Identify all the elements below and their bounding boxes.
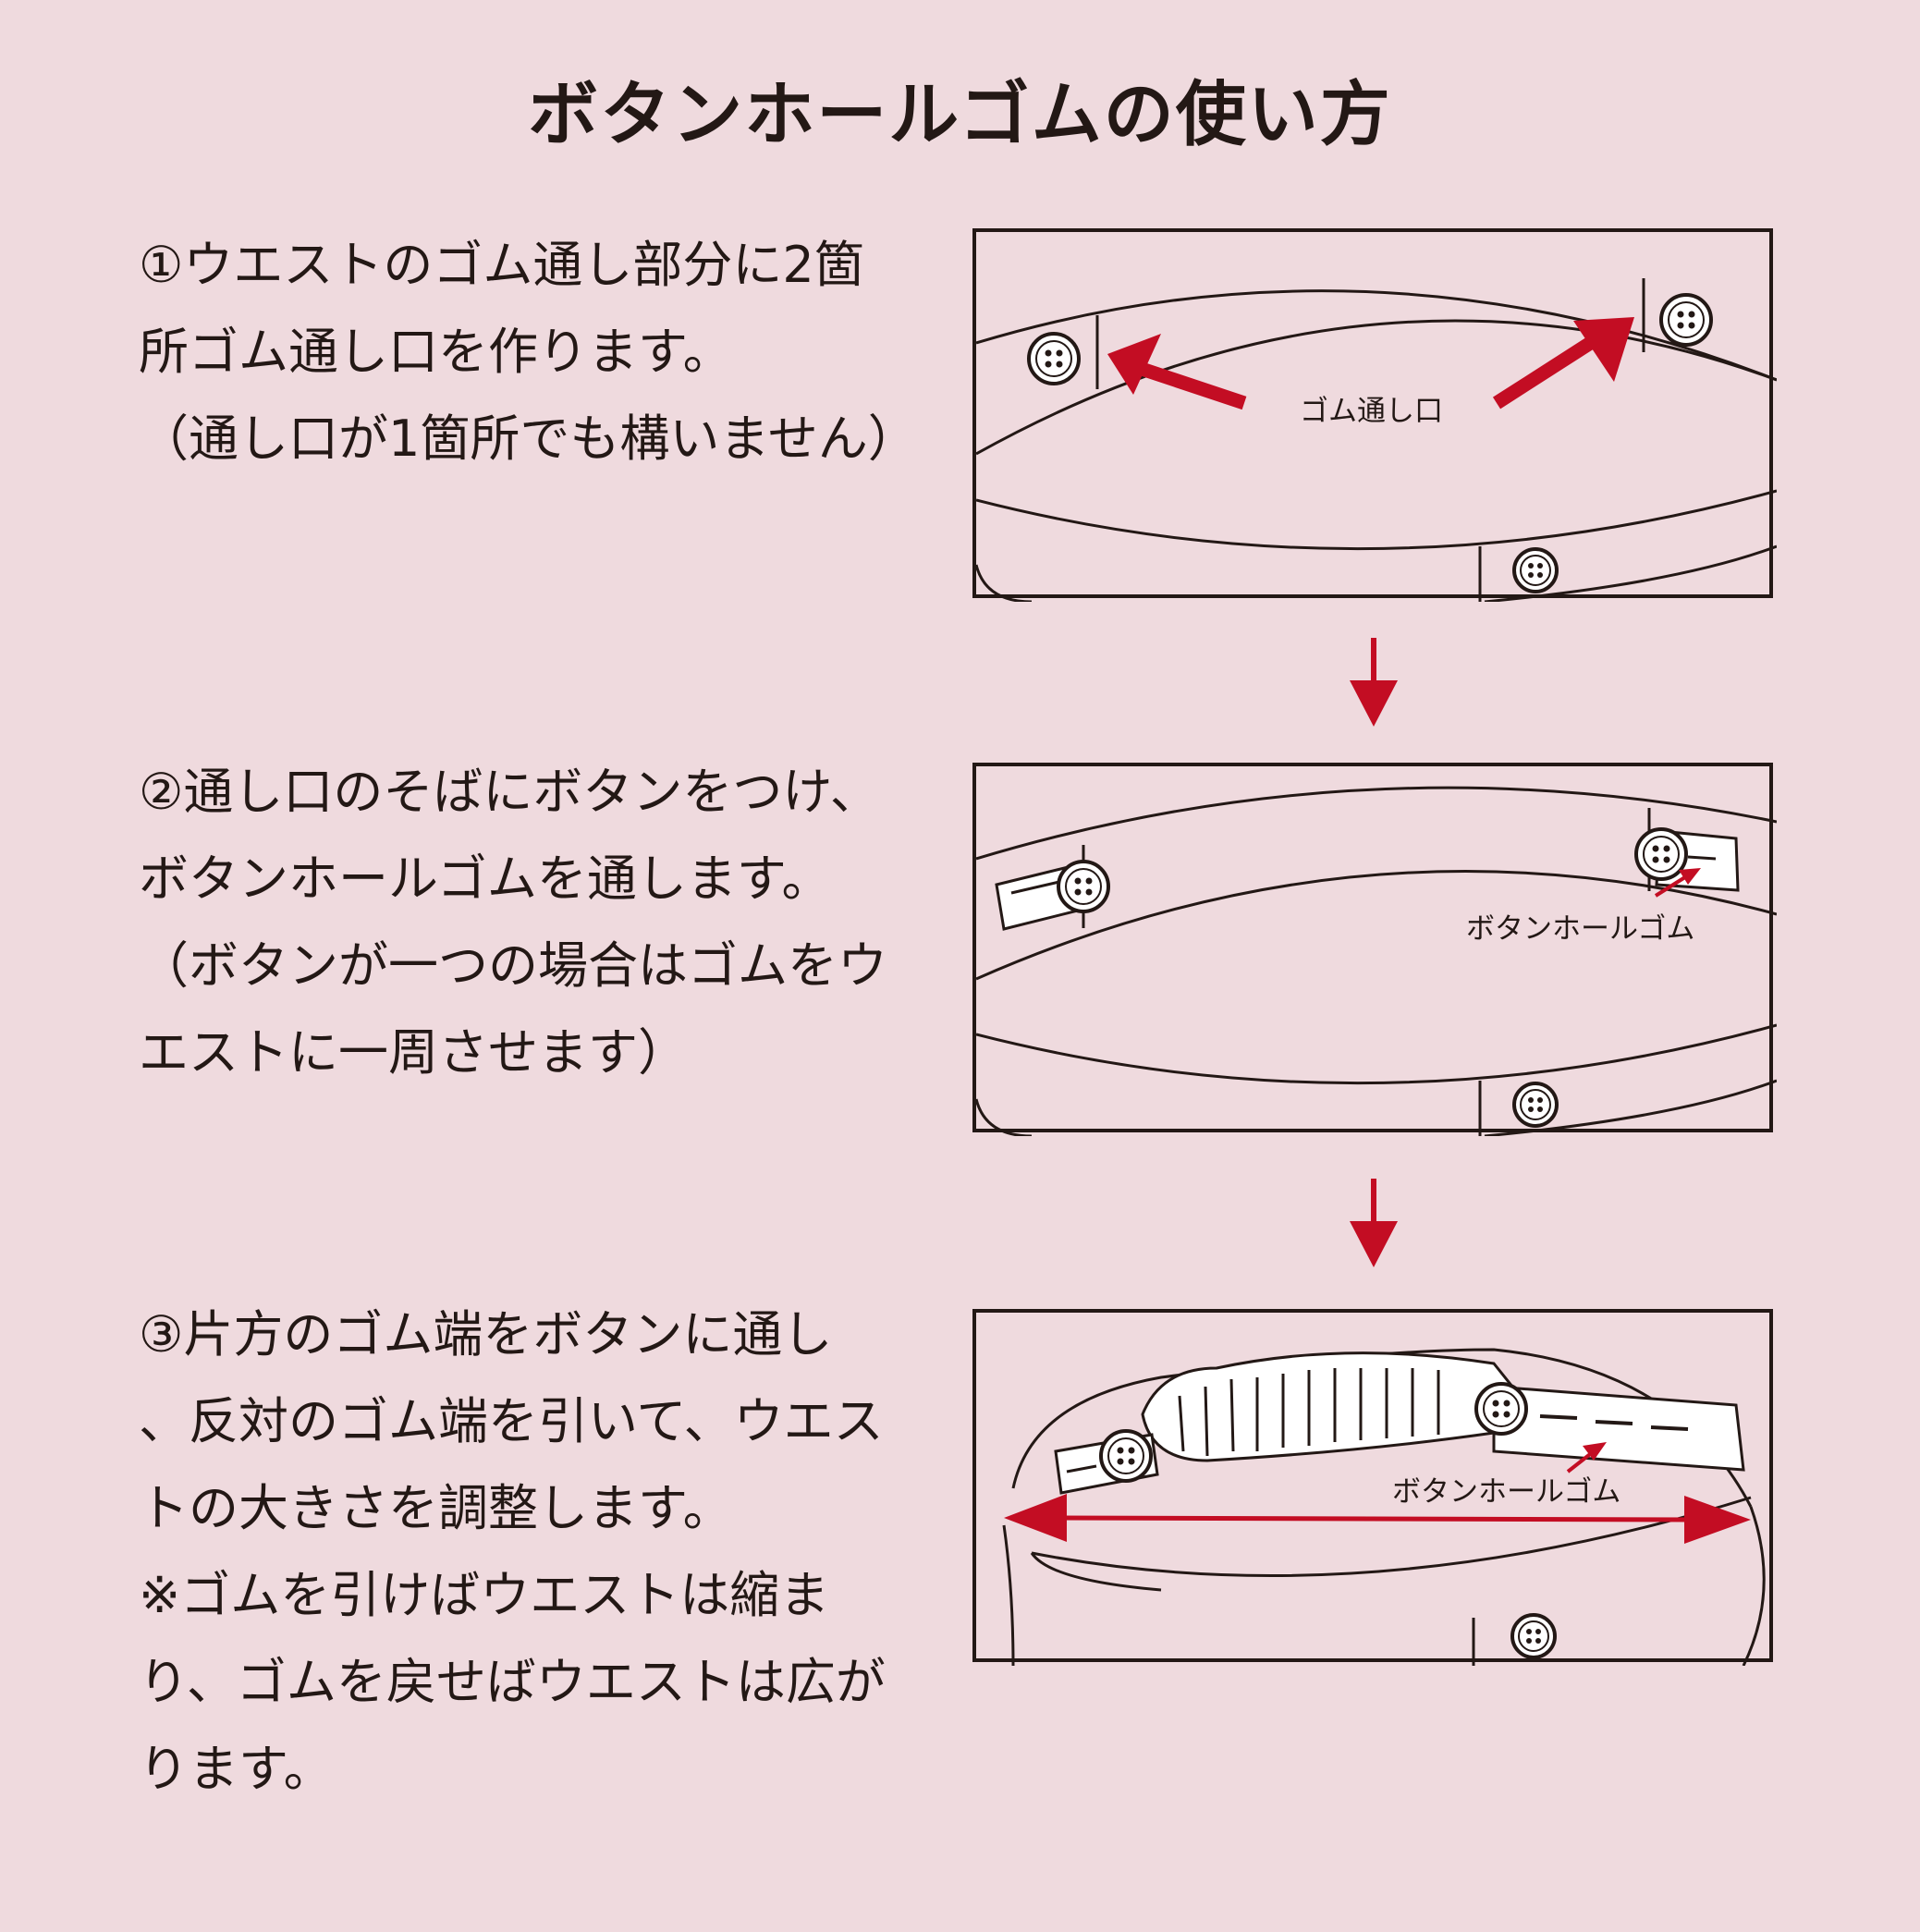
step-2-line-3: （ボタンが一つの場合はゴムをウ bbox=[139, 936, 887, 995]
waistband-illustration-1 bbox=[976, 278, 1777, 602]
step-1-instructions: ①ウエストのゴム通し部分に2箇 所ゴム通し口を作ります。 （通し口が1箇所でも構… bbox=[139, 222, 934, 483]
step-2-line-4: エストに一周させます） bbox=[139, 1023, 688, 1082]
step-1-line-2: 所ゴム通し口を作ります。 bbox=[139, 323, 733, 381]
button-front-icon bbox=[1510, 1613, 1557, 1659]
step-2-instructions: ②通し口のそばにボタンをつけ、 ボタンホールゴムを通します。 （ボタンが一つの場… bbox=[139, 749, 934, 1096]
step-2-line-1: ②通し口のそばにボタンをつけ、 bbox=[139, 763, 880, 821]
elastic-band-right bbox=[1492, 1385, 1745, 1472]
gathered-elastic bbox=[1141, 1351, 1516, 1462]
step-3-line-1: ③片方のゴム端をボタンに通し bbox=[139, 1305, 833, 1363]
step-3-instructions: ③片方のゴム端をボタンに通し 、反対のゴム端を引いて、ウエス トの大きさを調整し… bbox=[139, 1291, 934, 1813]
button-front-icon bbox=[1512, 1082, 1559, 1128]
waistband-illustration-3 bbox=[1002, 1348, 1766, 1666]
step-1-line-1: ①ウエストのゴム通し部分に2箇 bbox=[139, 236, 864, 294]
down-arrow-icon bbox=[1333, 1179, 1416, 1275]
callout-label-1: ゴム通し口 bbox=[1300, 395, 1443, 428]
down-arrow-icon bbox=[1333, 638, 1416, 734]
step-2-line-2: ボタンホールゴムを通します。 bbox=[139, 850, 832, 908]
button-front-icon bbox=[1512, 547, 1559, 593]
arrow-left-icon bbox=[1107, 334, 1247, 410]
step-3-line-4: ※ゴムを引けばウエストは縮ま bbox=[139, 1566, 830, 1624]
step-3-line-2: 、反対のゴム端を引いて、ウエス bbox=[139, 1392, 884, 1450]
step-3-illustration: ボタンホールゴム bbox=[972, 1309, 1773, 1666]
button-left-icon bbox=[1057, 860, 1110, 913]
step-1-line-3: （通し口が1箇所でも構いません） bbox=[139, 410, 918, 468]
waistband-illustration-2 bbox=[976, 786, 1777, 1136]
callout-label-2: ボタンホールゴム bbox=[1466, 912, 1695, 946]
step-2-illustration: ボタンホールゴム bbox=[972, 763, 1777, 1136]
callout-label-3: ボタンホールゴム bbox=[1392, 1475, 1621, 1509]
button-right-icon bbox=[1634, 827, 1688, 881]
button-left-icon bbox=[1027, 332, 1081, 385]
pointer-arrow-icon bbox=[1654, 868, 1701, 898]
page-title: ボタンホールゴムの使い方 bbox=[528, 73, 1392, 155]
button-right-icon bbox=[1474, 1382, 1528, 1436]
arrow-right-icon bbox=[1492, 317, 1634, 410]
step-1-illustration: ゴム通し口 bbox=[972, 228, 1777, 602]
width-double-arrow-icon bbox=[1004, 1494, 1751, 1544]
button-left-icon bbox=[1099, 1429, 1153, 1483]
step-3-line-6: ります。 bbox=[139, 1740, 334, 1798]
step-3-line-5: り、ゴムを戻せばウエストは広が bbox=[139, 1653, 886, 1711]
pointer-arrow-icon bbox=[1566, 1442, 1607, 1473]
button-right-icon bbox=[1659, 293, 1713, 347]
step-3-line-3: トの大きさを調整します。 bbox=[139, 1479, 733, 1537]
